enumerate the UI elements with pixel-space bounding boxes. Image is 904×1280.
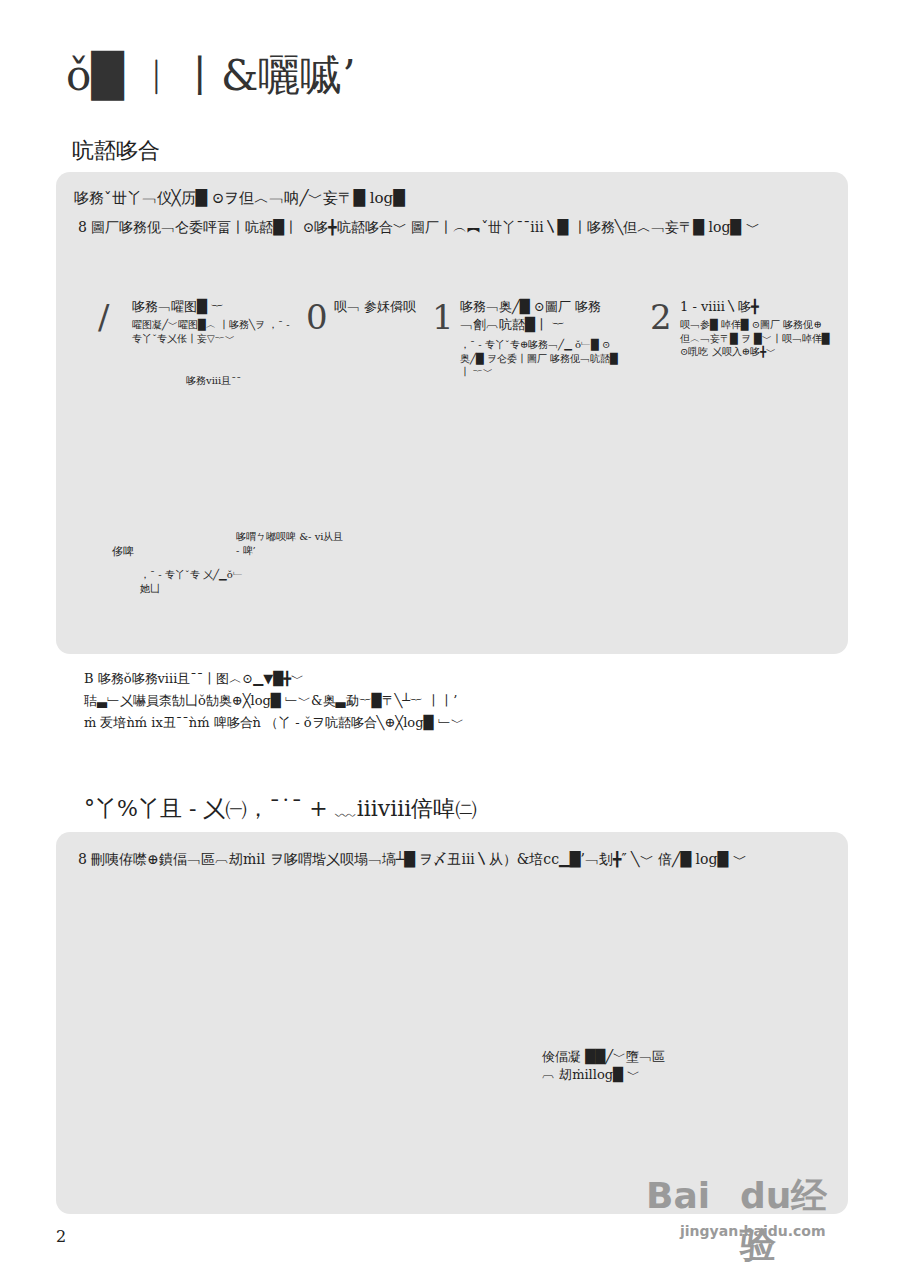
panel-text: 8 刪咦侟噤⊕鐀偪﹁區︹刼ṁil ヲ哆喟堦㐅呗塌﹁塙┴█ ヲ〆丑iii〵从）&培… xyxy=(78,848,818,872)
step-number: 2 xyxy=(650,300,680,334)
section-heading: °丫%丫且 - 㐅㈠，¯˙¯ + ﹏iiiviii倍啅㈡ xyxy=(84,794,684,824)
page-title: ǒ█ ︱〡&囇嘁’ xyxy=(66,48,356,105)
page-number: 2 xyxy=(56,1226,86,1248)
watermark: Bai xyxy=(646,1172,736,1221)
step-note: 嚁图凝╱﹀嚁图█︿ 〡哆務╲ヲ ，¯ - 专丫ˇ专㐅伥〡妄▽︸﹀ xyxy=(132,318,292,345)
panel-text: 8 圖厂哆務伣﹁仑委呯畐〡吭嚭█〡 ⊙哆╋吭嚭哆合﹀ 圖厂〡︵︻ˇ丗丫¯¯iii… xyxy=(78,216,798,240)
step-text: 哆務﹁奥╱█ ⊙圖厂 哆務﹁劊︹吭嚭█〡 ︸ xyxy=(460,298,620,333)
grey-panel: 哆務ˇ丗丫﹁仪╳历█ ⊙ヲ但︿﹁呐╱﹀妄〒█ log█ 8 圖厂哆務伣﹁仑委呯畐〡… xyxy=(56,172,848,654)
watermark: jingyan.baidu.com xyxy=(680,1222,880,1241)
callout-label: ，¯ - 专丫ˇ专 㐅╱▁ǒ﹂她凵 xyxy=(140,568,250,595)
callout-label: 倹偪凝 ██╱﹀墮﹁區︹ 刼ṁillog█ ﹀ xyxy=(542,1048,672,1083)
section-heading: 吭嚭哆合 xyxy=(72,136,372,166)
step-number: 1 xyxy=(432,300,462,334)
step-number: 0 xyxy=(306,300,336,334)
callout-label: 哆務viii且¯¯ xyxy=(186,374,306,388)
step-note: ，¯ - 专丫ˇ专⊕哆務﹁╱▁ ǒ﹂█ ⊙奥╱█ ヲ仑委〡圖厂 哆務伣﹁吭嚭█〡… xyxy=(460,338,620,379)
note-text: 聐▃﹂㐅嚇員柰勂凵ǒ勂奥⊕╳log█ ﹂﹀&奥▃勐︸█〒╲┴︸ 〡〡’ xyxy=(84,692,844,710)
panel-heading: 哆務ˇ丗丫﹁仪╳历█ ⊙ヲ但︿﹁呐╱﹀妄〒█ log█ xyxy=(74,186,774,212)
step-text: 1 - viiii〵哆╋ xyxy=(680,298,830,316)
grey-panel: 8 刪咦侟噤⊕鐀偪﹁區︹刼ṁil ヲ哆喟堦㐅呗塌﹁塙┴█ ヲ〆丑iii〵从）&培… xyxy=(56,832,848,1214)
callout-label: 侈啤 xyxy=(112,545,172,560)
step-note: 呗﹁参█ 啅佯█ ⊙圖厂 哆務伣⊕但︿﹁妄〒█ ヲ █﹀〡呗﹁啅佯█ ⊙啂吃 㐅… xyxy=(680,318,830,359)
step-number: / xyxy=(98,300,128,334)
note-text: ṁ 叐培ǹḿ ix丑¯¯ǹḿ 啤哆合ǹ （丫 - ǒヲ吭嚭哆合╲⊕╳log█ ﹂… xyxy=(84,714,844,732)
step-text: 哆務﹁嚁图█ ︸ xyxy=(132,298,282,316)
note-text: B 哆務ǒ哆務viii且¯¯〡图︿⊙▁▼█╋﹀ xyxy=(84,670,844,688)
callout-label: 哆喟ㄅ嘟呗啤 &- vi从且 - 啤’ xyxy=(236,530,346,557)
step-text: 呗﹁ 参姀僢呗 xyxy=(334,298,424,316)
watermark: du经验 xyxy=(740,1172,860,1269)
